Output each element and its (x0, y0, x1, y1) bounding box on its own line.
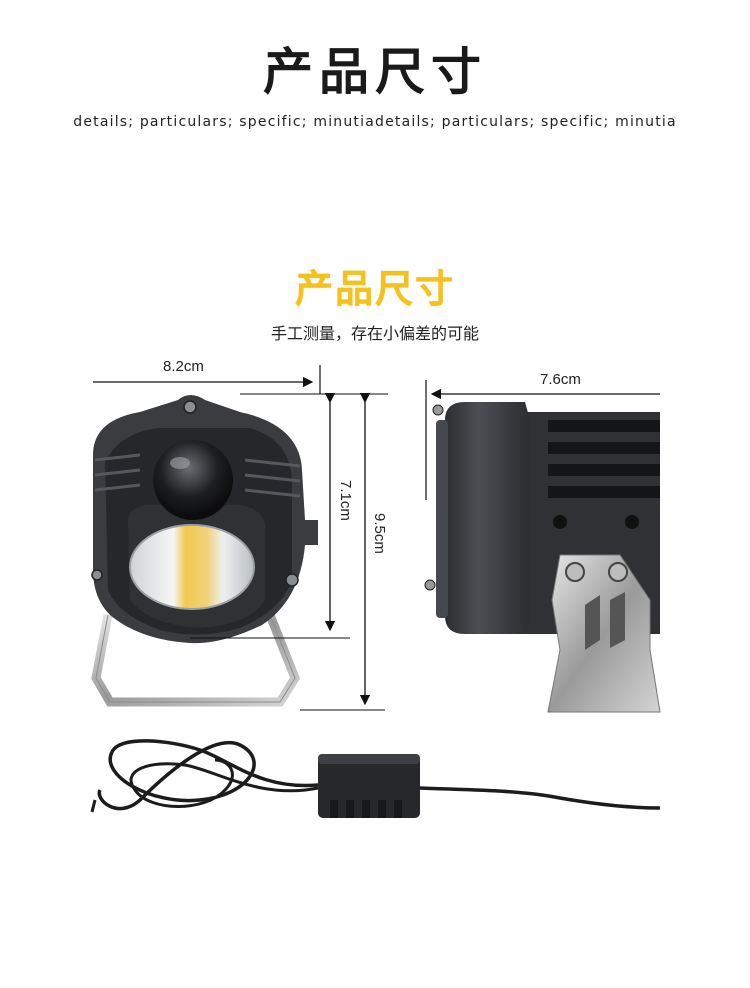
control-box-illustration (90, 739, 661, 818)
dimension-width-front-label: 8.2cm (163, 358, 204, 375)
dimension-lines-side (425, 380, 660, 500)
dimension-depth-side-label: 7.6cm (540, 371, 581, 388)
page-title: 产品尺寸 (263, 43, 487, 101)
page-subtitle: details; particulars; specific; minutiad… (73, 114, 677, 130)
dimension-lamp-height-label: 7.1cm (337, 480, 354, 521)
dimension-lines-front (93, 365, 388, 711)
front-lamp-illustration (91, 395, 318, 707)
section-title: 产品尺寸 (294, 267, 455, 311)
dimension-total-height-label: 9.5cm (371, 513, 388, 554)
side-lamp-illustration (424, 402, 661, 713)
measurement-note: 手工测量，存在小偏差的可能 (270, 324, 479, 343)
